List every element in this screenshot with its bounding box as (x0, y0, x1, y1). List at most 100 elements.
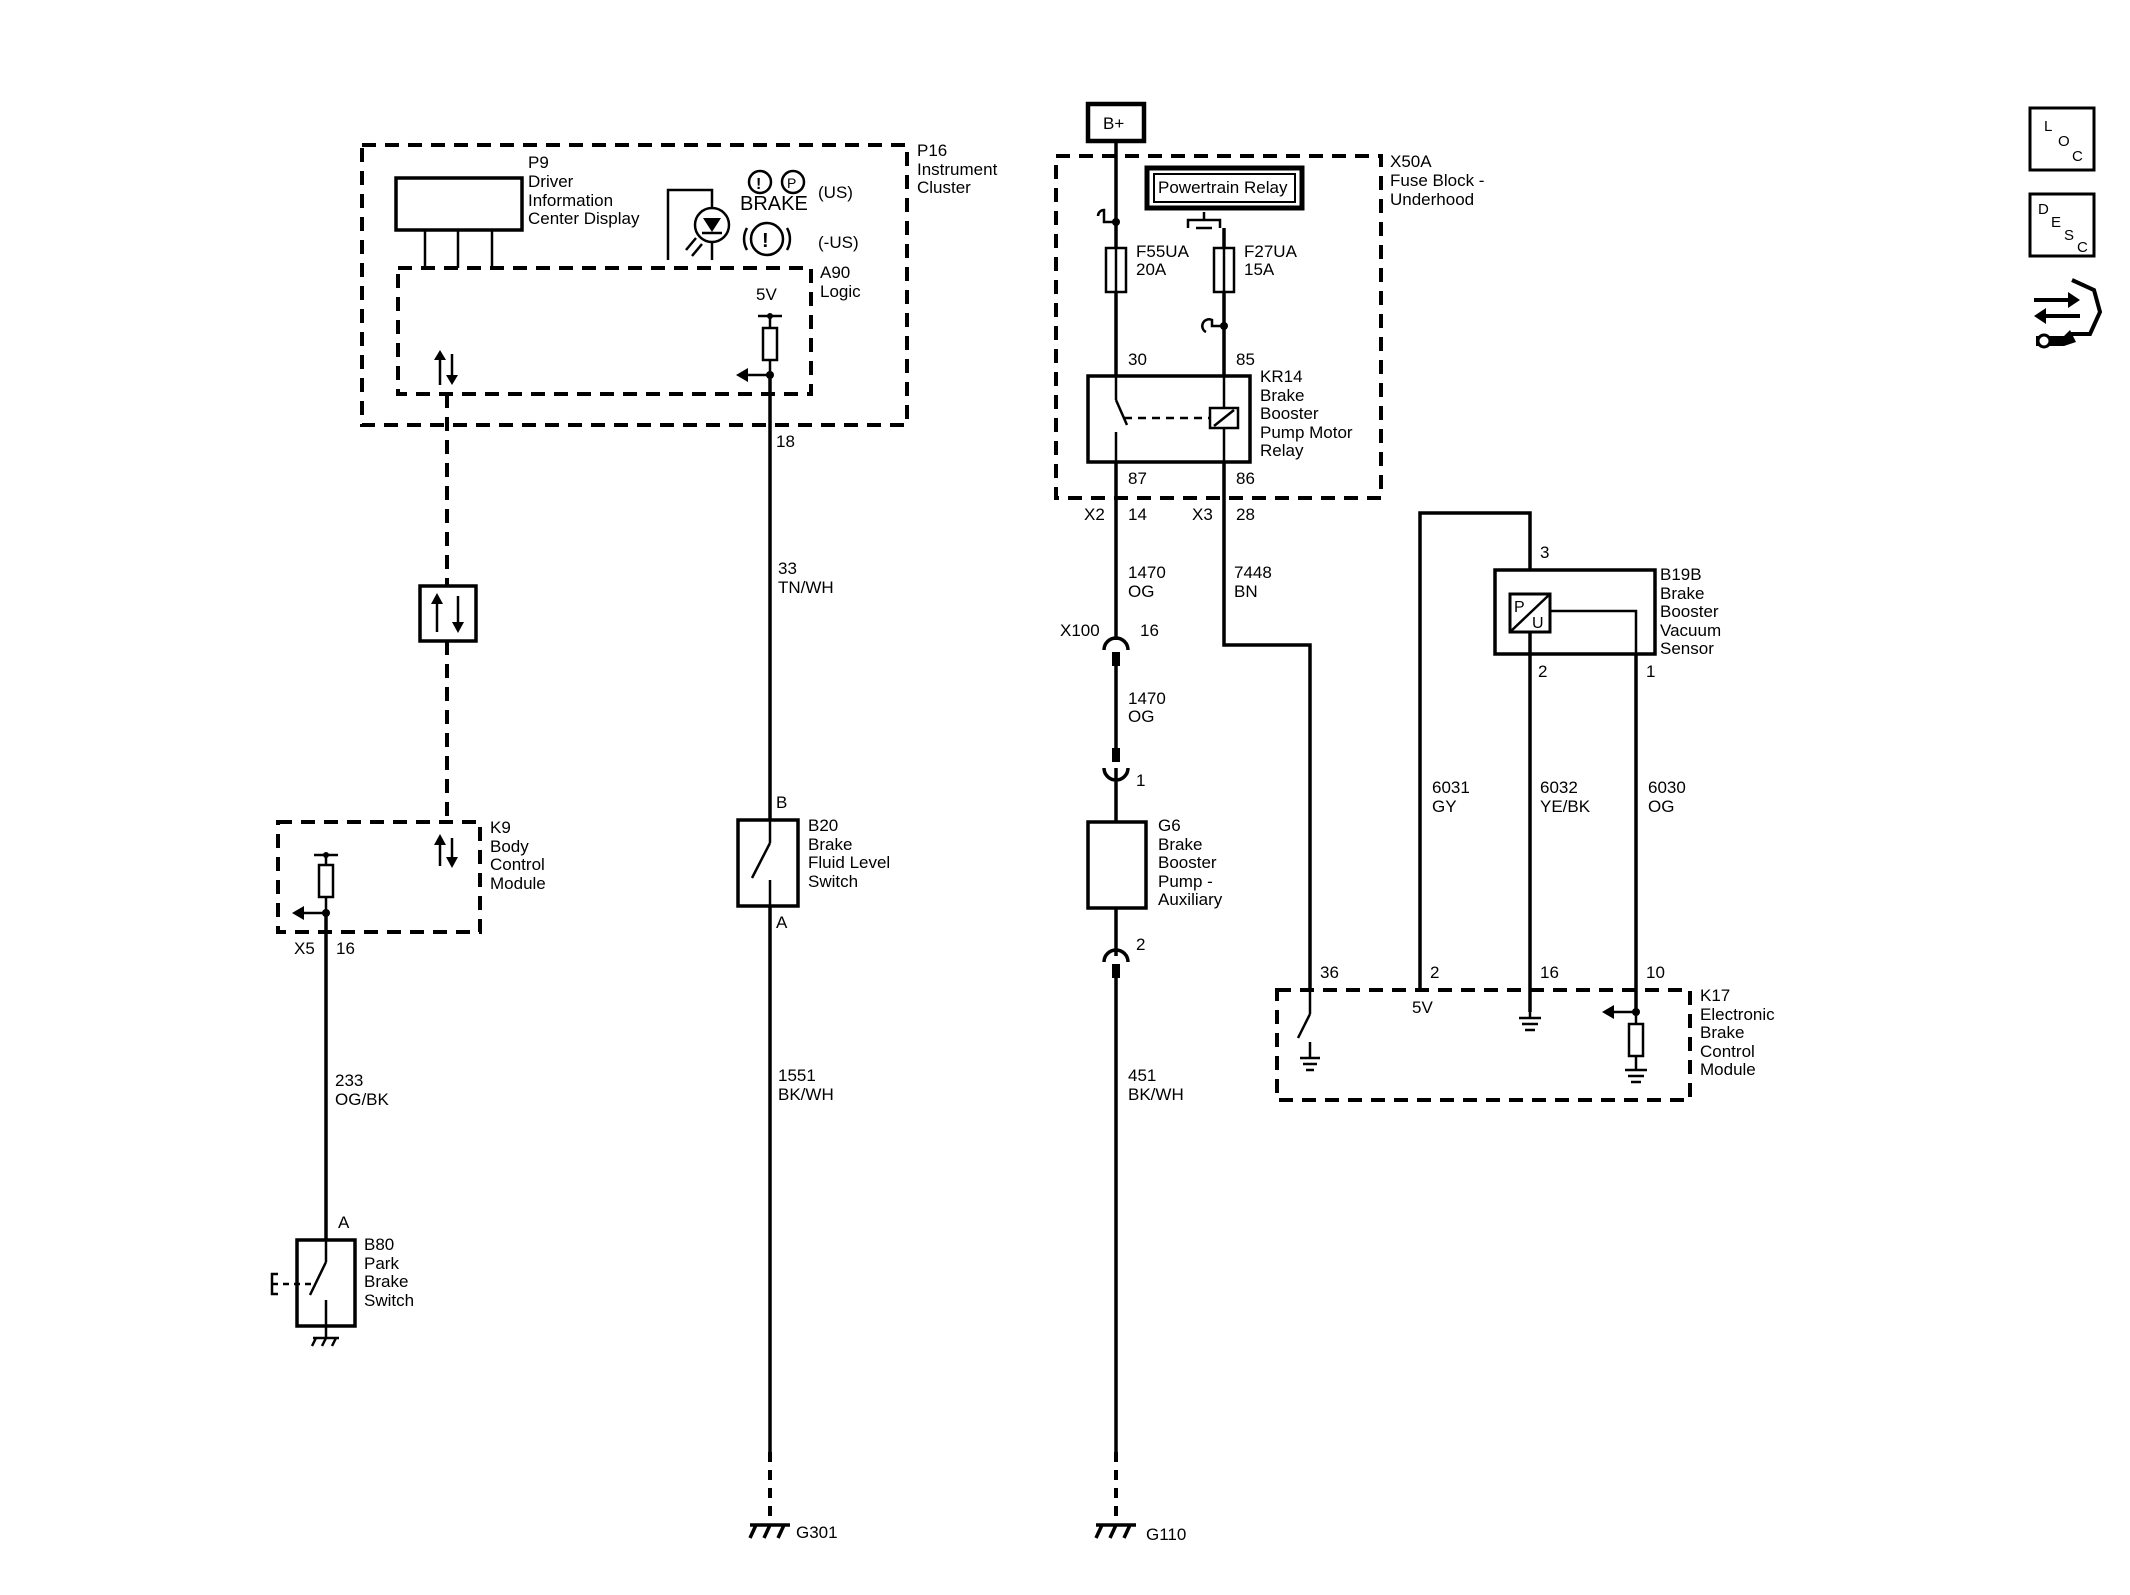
wire-6030-color: OG (1648, 797, 1674, 816)
k17-pin-2: 2 (1430, 963, 1439, 982)
b20-brake-fluid-level-switch: B A B20 Brake Fluid Level Switch (736, 793, 890, 932)
wire-1551-circuit: 1551 (778, 1066, 816, 1085)
brake-warning-icon: ! P (747, 169, 806, 195)
desc-letter-d: D (2038, 201, 2049, 218)
x50a-name-line2: Underhood (1390, 190, 1474, 209)
x50a-ref: X50A (1390, 152, 1432, 171)
wire-6032-color: YE/BK (1540, 797, 1591, 816)
x50a-name-line1: Fuse Block - (1390, 171, 1484, 190)
b80-ref: B80 (364, 1235, 394, 1254)
loc-button[interactable]: L O C (2028, 106, 2096, 172)
k17-5v-label: 5V (1412, 998, 1433, 1017)
p9-driver-info-display: P9 Driver Information Center Display (394, 153, 640, 268)
g301-ground-icon (748, 1523, 790, 1539)
p16-ref: P16 (917, 141, 947, 160)
k17-electronic-brake-control-module: K17 Electronic Brake Control Module 5V (1275, 986, 1775, 1102)
wire-1470b-circuit: 1470 (1128, 689, 1166, 708)
loc-letter-l: L (2044, 118, 2052, 135)
k9-connector-x5: X5 (294, 939, 315, 958)
wire-6031-color: GY (1432, 797, 1457, 816)
relay-pin-30: 30 (1128, 350, 1147, 369)
brake-lamp-text: BRAKE (740, 193, 808, 215)
f55ua-bus-tap-icon (1096, 208, 1116, 224)
kr14-name-line3: Pump Motor (1260, 423, 1353, 442)
p16-name-line2: Cluster (917, 178, 971, 197)
b19b-name-line3: Vacuum (1660, 621, 1721, 640)
b20-ref: B20 (808, 816, 838, 835)
g6-name-line2: Booster (1158, 853, 1217, 872)
b19b-name-line1: Brake (1660, 584, 1704, 603)
p16-name-line1: Instrument (917, 160, 998, 179)
g110-label: G110 (1146, 1525, 1186, 1544)
wire-233-color: OG/BK (335, 1090, 390, 1109)
a90-5v-label: 5V (756, 285, 777, 304)
wire-6030-circuit: 6030 (1648, 778, 1686, 797)
inline-connector-2 (1102, 948, 1130, 978)
bplus-label: B+ (1103, 114, 1124, 133)
svg-text:!: ! (756, 176, 761, 193)
desc-button[interactable]: D E S C (2028, 192, 2096, 258)
kr14-name-line2: Booster (1260, 404, 1319, 423)
relay-pin-86: 86 (1236, 469, 1255, 488)
b80-name-line2: Brake (364, 1272, 408, 1291)
k17-name-line3: Control (1700, 1042, 1755, 1061)
powertrain-relay-box: Powertrain Relay (1144, 165, 1305, 211)
x100-pin-16: 16 (1140, 621, 1159, 640)
wire-1551-color: BK/WH (778, 1085, 834, 1104)
svg-text:P: P (787, 175, 796, 191)
g6-name-line3: Pump - (1158, 872, 1213, 891)
b80-park-brake-switch: A B80 Park Brake Switch (270, 1213, 414, 1347)
p9-name-line2: Information (528, 191, 613, 210)
wire-233-circuit: 233 (335, 1071, 363, 1090)
wire-33-color: TN/WH (778, 578, 834, 597)
serial-data-arrows-icon (434, 350, 458, 385)
k17-pin-16: 16 (1540, 963, 1559, 982)
b19b-u-label: U (1532, 615, 1544, 632)
svg-text:!: ! (762, 230, 769, 252)
b19b-ref: B19B (1660, 565, 1702, 584)
kr14-relay: KR14 Brake Booster Pump Motor Relay (1086, 367, 1353, 464)
powertrain-relay-label: Powertrain Relay (1158, 178, 1288, 197)
brake-lamp-us: (US) (818, 183, 853, 202)
wire-7448-circuit: 7448 (1234, 563, 1272, 582)
k17-pin-36: 36 (1320, 963, 1339, 982)
x100-inline-connector (1102, 636, 1130, 666)
desc-letter-e: E (2051, 214, 2061, 231)
a90-ref: A90 (820, 263, 850, 282)
a90-logic: A90 Logic 5V (396, 263, 861, 396)
loc-letter-c: C (2072, 148, 2083, 165)
k17-name-line2: Brake (1700, 1023, 1744, 1042)
brake-lamp-nonus: (-US) (818, 233, 859, 252)
f27ua-splice-icon (1201, 318, 1224, 334)
f27ua-rating: 15A (1244, 260, 1275, 279)
connector-repair-icon[interactable] (2034, 278, 2103, 349)
f55ua-ref: F55UA (1136, 242, 1190, 261)
brake-warning-lamp: ! P BRAKE (US) ! (-US) (666, 169, 859, 260)
x50a-fuse-block: X50A Fuse Block - Underhood Powertrain R… (1054, 152, 1484, 500)
g6-brake-booster-pump: G6 Brake Booster Pump - Auxiliary (1086, 816, 1223, 910)
kr14-name-line1: Brake (1260, 386, 1304, 405)
wire-451-color: BK/WH (1128, 1085, 1184, 1104)
relay-pin-87: 87 (1128, 469, 1147, 488)
k9-ref: K9 (490, 818, 511, 837)
b20-pin-a: A (776, 913, 788, 932)
inline-pin-2: 2 (1136, 935, 1145, 954)
k9-pin-16: 16 (336, 939, 355, 958)
bplus-supply: B+ (1085, 101, 1147, 156)
p16-instrument-cluster: P16 Instrument Cluster P9 Driver Informa… (360, 141, 998, 427)
relay-pin-85: 85 (1236, 350, 1255, 369)
p9-ref: P9 (528, 153, 549, 172)
f27ua-bus-tap-icon (1186, 212, 1222, 230)
b80-pin-a: A (338, 1213, 350, 1232)
wire-6031 (1418, 511, 1532, 990)
b80-name-line1: Park (364, 1254, 399, 1273)
desc-letter-s: S (2064, 227, 2074, 244)
k17-ref: K17 (1700, 986, 1730, 1005)
g6-name-line4: Auxiliary (1158, 890, 1223, 909)
g6-name-line1: Brake (1158, 835, 1202, 854)
b19b-pin-1: 1 (1646, 662, 1655, 681)
desc-letter-c: C (2077, 239, 2088, 256)
b20-name-line2: Fluid Level (808, 853, 890, 872)
connector-x100: X100 (1060, 621, 1100, 640)
